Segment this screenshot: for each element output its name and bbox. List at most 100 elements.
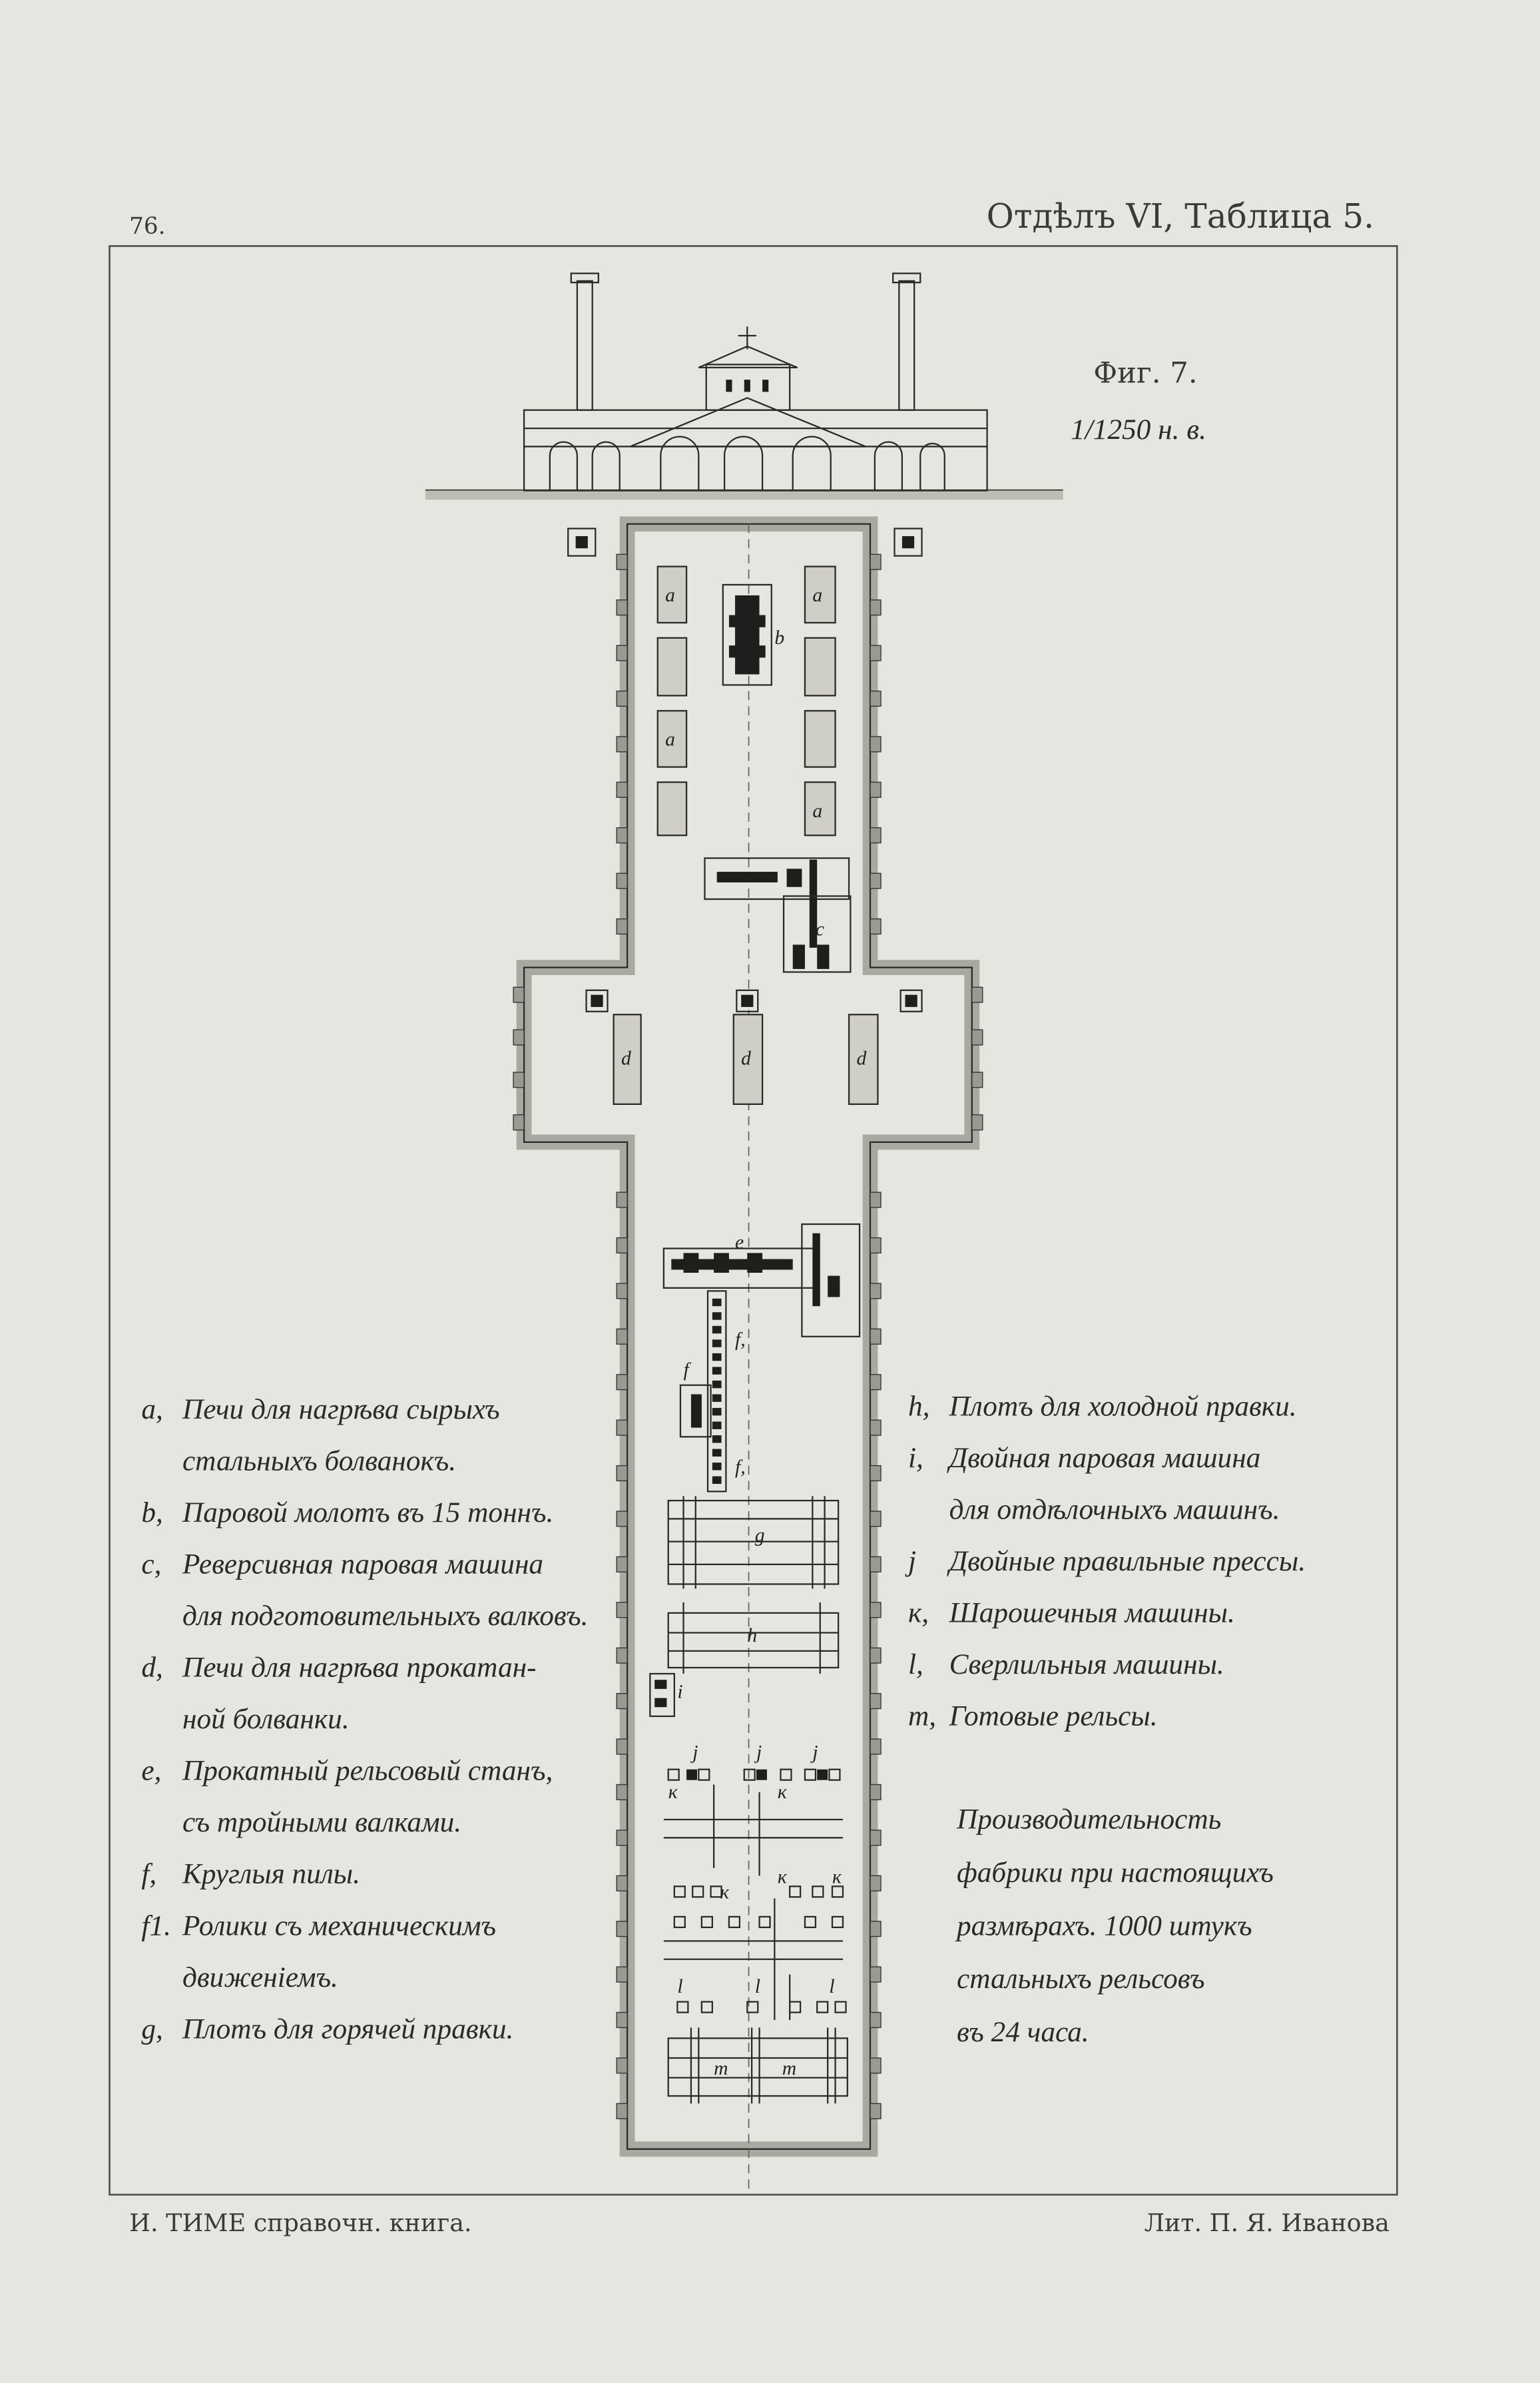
svg-text:m: m (782, 2058, 796, 2079)
legend-key: g, (141, 2013, 162, 2045)
svg-text:d: d (856, 1048, 866, 1070)
legend-item: e, Прокатный рельсовый станъ, съ тройными … (141, 1755, 553, 1839)
facade-arch (549, 441, 579, 491)
svg-text:i: i (677, 1682, 682, 1703)
svg-text:j: j (690, 1742, 698, 1764)
legend-key: a, (141, 1393, 162, 1425)
legend-key: d, (141, 1652, 162, 1684)
svg-text:a: a (812, 585, 822, 606)
legend-key: h, (908, 1390, 929, 1422)
finished-rails-m: m m (667, 2027, 848, 2104)
page-number: 76. (129, 213, 165, 240)
legend-text: Печи для нагрѣва сырыхъ (182, 1393, 500, 1425)
steam-hammer-b: b (722, 583, 784, 686)
legend-item: к, Шарошечныя машины. (908, 1597, 1235, 1629)
facade-arch (723, 436, 764, 491)
footer-publisher: И. ТИМЕ справочн. книга. (129, 2209, 471, 2237)
legend-item: l, Сверлильныя машины. (908, 1648, 1224, 1680)
svg-text:f: f (684, 1359, 692, 1381)
rail-mill-e: e (662, 1223, 861, 1337)
legend-text: стальныхъ болванокъ. (182, 1445, 456, 1477)
svg-text:l: l (755, 1976, 760, 1997)
facade-arch (660, 436, 700, 491)
plate-frame (109, 245, 1398, 2196)
legend-key: b, (141, 1497, 162, 1529)
svg-text:h: h (747, 1625, 757, 1646)
svg-text:d: d (741, 1048, 751, 1070)
production-line: фабрики при настоящихъ (957, 1856, 1274, 1888)
production-line: стальныхъ рельсовъ (957, 1963, 1204, 1995)
furnaces-d: d d d (613, 1014, 879, 1106)
factory-facade (425, 272, 1063, 500)
legend-item: m, Готовые рельсы. (908, 1700, 1158, 1732)
legend-key: e, (141, 1755, 161, 1787)
furnaces-a: a a a a (656, 565, 836, 837)
finishing-machines: j j j к к к к к l l l (663, 1742, 847, 2020)
legend-text: Печи для нагрѣва прокатан- (182, 1652, 537, 1684)
legend-key: m, (908, 1700, 936, 1732)
facade-arch (591, 441, 621, 491)
facade-arch (919, 442, 945, 491)
legend-text: Паровой молотъ въ 15 тоннъ. (182, 1497, 553, 1529)
legend-text: Прокатный рельсовый станъ, (182, 1755, 553, 1787)
legend-right: h, Плотъ для холодной правки. i, Двойная па… (905, 1390, 1306, 1732)
legend-key: i, (908, 1442, 923, 1474)
hot-straightening-bed-g: g (667, 1496, 840, 1589)
legend-text: Реверсивная паровая машина (182, 1548, 543, 1580)
reversing-engine-c: c (704, 857, 852, 973)
rollers-and-saws-f: f f, f, (679, 1290, 746, 1493)
legend-key: j (905, 1545, 916, 1577)
legend-text: Сверлильныя машины. (949, 1648, 1224, 1680)
legend-text: Плотъ для холодной правки. (949, 1390, 1297, 1422)
chimney-left (576, 280, 593, 411)
legend-item: h, Плотъ для холодной правки. (908, 1390, 1297, 1422)
legend-item: b, Паровой молотъ въ 15 тоннъ. (141, 1497, 553, 1529)
figure-scale: 1/1250 н. в. (1071, 414, 1206, 446)
legend-key: f1. (141, 1909, 171, 1941)
facade-arch (792, 436, 832, 491)
legend-text: ной болванки. (182, 1703, 350, 1735)
legend-text: Плотъ для горячей правки. (182, 2013, 513, 2045)
legend-key: c, (141, 1548, 161, 1580)
legend-item: c, Реверсивная паровая машина для подготов… (141, 1548, 588, 1632)
legend-text: движеніемъ. (182, 1961, 338, 1993)
legend-key: f, (141, 1858, 156, 1890)
legend-item: i, Двойная паровая машина для отдѣлочныхъ … (908, 1442, 1280, 1526)
production-line: въ 24 часа. (957, 2016, 1089, 2048)
finishing-engine-i: i (649, 1672, 683, 1718)
section-title: Отдѣлъ VI, Таблица 5. (987, 196, 1374, 236)
legend-key: к, (908, 1597, 929, 1629)
svg-text:b: b (774, 627, 784, 649)
facade-arch (874, 441, 903, 491)
svg-text:l: l (677, 1976, 682, 1997)
svg-text:f,: f, (735, 1329, 746, 1350)
legend-key: l, (908, 1648, 923, 1680)
svg-text:f,: f, (735, 1457, 746, 1478)
legend-item: d, Печи для нагрѣва прокатан-ной болванки… (141, 1652, 536, 1736)
legend-item: a, Печи для нагрѣва сырыхъ стальныхъ болва… (141, 1393, 499, 1477)
legend-text: для подготовительныхъ валковъ. (182, 1600, 589, 1632)
factory-floor-plan: a a a a b c d d d (513, 516, 983, 2195)
production-line: размѣрахъ. 1000 штукъ (955, 1909, 1252, 1941)
legend-item: g, Плотъ для горячей правки. (141, 2013, 513, 2045)
legend-text: для отдѣлочныхъ машинъ. (949, 1493, 1280, 1525)
legend-item: j Двойные правильные прессы. (905, 1545, 1306, 1577)
legend-text: съ тройными валками. (182, 1806, 461, 1838)
svg-text:к: к (832, 1867, 842, 1888)
legend-text: Двойные правильные прессы. (947, 1545, 1306, 1577)
legend-text: Круглыя пилы. (182, 1858, 360, 1890)
svg-text:j: j (810, 1742, 818, 1764)
svg-text:j: j (754, 1742, 762, 1764)
svg-text:к: к (668, 1782, 678, 1803)
svg-text:a: a (665, 585, 675, 606)
chimney-right (898, 280, 915, 411)
legend-text: Готовые рельсы. (949, 1700, 1158, 1732)
svg-text:l: l (829, 1976, 834, 1997)
legend-text: Двойная паровая машина (947, 1442, 1261, 1474)
legend-text: Шарошечныя машины. (949, 1597, 1235, 1629)
svg-text:d: d (621, 1048, 631, 1070)
